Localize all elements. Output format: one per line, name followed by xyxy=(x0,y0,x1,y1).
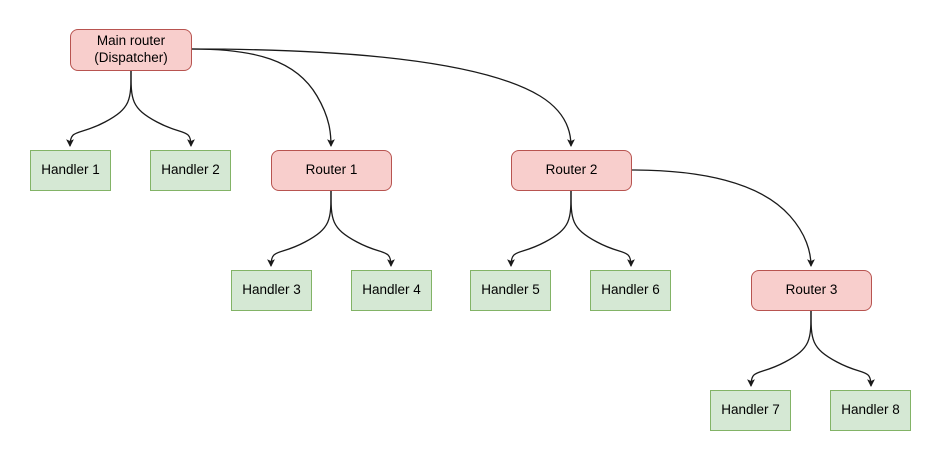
edge-router-2-to-handler-6 xyxy=(570,190,635,268)
edges-group xyxy=(66,48,875,388)
node-handler-6[interactable]: Handler 6 xyxy=(590,270,671,311)
edge-main-router-to-handler-2 xyxy=(130,70,195,148)
edge-router-2-to-router-3 xyxy=(631,169,815,268)
edge-main-router-to-router-1 xyxy=(191,48,335,148)
node-label-handler-2: Handler 2 xyxy=(161,162,220,178)
edge-router-1-to-handler-3 xyxy=(267,190,332,268)
edge-router-2-to-handler-5 xyxy=(507,190,572,268)
node-handler-7[interactable]: Handler 7 xyxy=(710,390,791,431)
node-handler-4[interactable]: Handler 4 xyxy=(351,270,432,311)
node-handler-8[interactable]: Handler 8 xyxy=(830,390,911,431)
node-router-3[interactable]: Router 3 xyxy=(751,270,872,311)
node-handler-1[interactable]: Handler 1 xyxy=(30,150,111,191)
node-label-handler-7: Handler 7 xyxy=(721,402,780,418)
edge-router-3-to-handler-7 xyxy=(747,310,812,388)
node-main-router[interactable]: Main router (Dispatcher) xyxy=(70,29,192,71)
node-handler-2[interactable]: Handler 2 xyxy=(150,150,231,191)
edge-main-router-to-router-2 xyxy=(191,48,575,148)
node-label-handler-8: Handler 8 xyxy=(841,402,900,418)
edge-main-router-to-handler-1 xyxy=(66,70,132,148)
node-handler-5[interactable]: Handler 5 xyxy=(470,270,551,311)
node-handler-3[interactable]: Handler 3 xyxy=(231,270,312,311)
edge-router-1-to-handler-4 xyxy=(330,190,395,268)
node-label-router-2: Router 2 xyxy=(545,162,598,178)
edge-router-3-to-handler-8 xyxy=(810,310,875,388)
node-label-handler-4: Handler 4 xyxy=(362,282,421,298)
node-router-1[interactable]: Router 1 xyxy=(271,150,392,191)
node-label-router-3: Router 3 xyxy=(785,282,838,298)
node-router-2[interactable]: Router 2 xyxy=(511,150,632,191)
node-label-handler-5: Handler 5 xyxy=(481,282,540,298)
node-label-main-router: Main router (Dispatcher) xyxy=(94,33,168,65)
node-label-router-1: Router 1 xyxy=(305,162,358,178)
node-label-handler-3: Handler 3 xyxy=(242,282,301,298)
node-label-handler-1: Handler 1 xyxy=(41,162,100,178)
node-label-handler-6: Handler 6 xyxy=(601,282,660,298)
